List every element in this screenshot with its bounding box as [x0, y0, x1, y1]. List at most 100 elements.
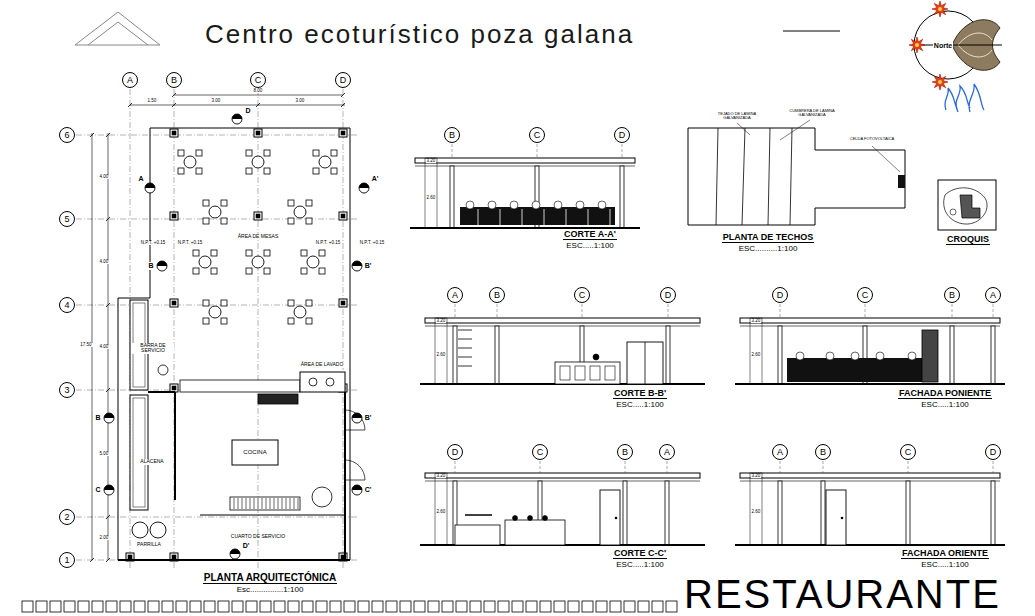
section-mark: A'	[371, 175, 380, 183]
roof-slab	[740, 318, 1000, 323]
roof-plan	[688, 120, 905, 225]
dimension: 1.50	[147, 99, 158, 104]
kitchen-counter	[230, 497, 300, 510]
counter-hatch	[298, 498, 299, 509]
shelf	[458, 366, 472, 367]
table	[294, 206, 306, 218]
chair	[306, 200, 312, 206]
dimension-line	[130, 105, 345, 106]
axis-bubble: D	[772, 287, 788, 303]
sheet-border-square	[498, 601, 509, 612]
counter-hatch	[270, 498, 271, 509]
table	[294, 306, 306, 318]
axis-bubble: 4	[59, 297, 75, 313]
shelf	[458, 339, 472, 340]
column	[821, 481, 825, 545]
chair	[306, 218, 312, 224]
drawing-title: CORTE A-A'	[563, 230, 617, 241]
sheet-border-square	[22, 601, 33, 612]
sheet-border-square	[344, 601, 355, 612]
table	[199, 256, 211, 268]
axis-label: B	[494, 291, 500, 300]
grid-line	[174, 89, 175, 570]
sheet-border-square	[526, 601, 537, 612]
furniture-gap	[478, 209, 479, 225]
sheet-border-square	[92, 601, 103, 612]
axis-label: C	[862, 291, 869, 300]
compass-star-core	[938, 80, 942, 84]
grid-line	[497, 304, 498, 318]
axis-bubble: C	[574, 287, 590, 303]
table	[209, 206, 221, 218]
axis-label: C	[255, 76, 262, 85]
counter-hatch	[242, 498, 243, 509]
furniture-gap	[588, 209, 589, 225]
chair-back	[488, 201, 496, 209]
column	[778, 481, 782, 545]
column	[254, 129, 262, 137]
chair	[221, 300, 227, 306]
chair	[288, 318, 294, 324]
axis-label: 1	[64, 556, 69, 565]
axis-bubble: 1	[59, 552, 75, 568]
axis-label: C	[537, 448, 544, 457]
dimension-tick	[106, 388, 110, 392]
wall	[200, 514, 345, 515]
axis-label: 2	[64, 513, 69, 522]
scale-note: ESC.....1:100	[920, 561, 970, 570]
sheet-border-square	[610, 601, 621, 612]
sheet-border-square	[554, 601, 565, 612]
counter-hatch	[238, 498, 239, 509]
grid-line	[993, 304, 994, 318]
roof-slab	[740, 473, 1000, 478]
column	[495, 326, 499, 384]
chair	[264, 150, 270, 156]
axis-bubble: D	[447, 444, 463, 460]
column-core	[341, 214, 345, 218]
chair-back	[466, 201, 474, 209]
level-bar	[750, 318, 762, 384]
grid-line	[952, 304, 953, 318]
dimension: 3.00	[211, 99, 222, 104]
counter-hatch	[262, 498, 263, 509]
cabinet	[560, 366, 570, 380]
axis-bubble: C	[250, 72, 266, 88]
sheet-border-square	[316, 601, 327, 612]
door-knob	[615, 517, 618, 520]
sheet-extras	[22, 12, 840, 612]
croquis-frame	[938, 180, 996, 230]
sheet-border-square	[568, 601, 579, 612]
sheet-border-square	[134, 601, 145, 612]
furniture-mass	[787, 358, 935, 382]
section-mark: B	[94, 414, 101, 422]
sheet-border-square	[148, 601, 159, 612]
sheet-border-square	[400, 601, 411, 612]
sheet-border-square	[162, 601, 173, 612]
sheet-border-square	[274, 601, 285, 612]
chair-back	[826, 352, 834, 360]
grid-line	[865, 304, 866, 318]
sheet-border-square	[484, 601, 495, 612]
column	[254, 212, 262, 220]
cabinet	[575, 366, 585, 380]
dimension: 4.00	[99, 345, 110, 350]
wash-sink	[300, 372, 345, 392]
column	[665, 481, 669, 545]
chair-back	[510, 201, 518, 209]
column	[623, 481, 627, 545]
chair	[203, 218, 209, 224]
section-marker-fill	[145, 183, 155, 188]
dimension: 5.00	[99, 452, 110, 457]
burner	[513, 516, 518, 521]
level-mark: 3.20	[436, 474, 447, 479]
sheet-border-square	[190, 601, 201, 612]
sheet-border-square	[330, 601, 341, 612]
grid-line	[667, 461, 668, 473]
dimension-tick	[341, 93, 345, 97]
chair	[178, 150, 184, 156]
sheet-border-square	[386, 601, 397, 612]
croquis-mark	[950, 209, 956, 215]
sheet-border-square	[50, 601, 61, 612]
sheet-border-square	[638, 601, 649, 612]
